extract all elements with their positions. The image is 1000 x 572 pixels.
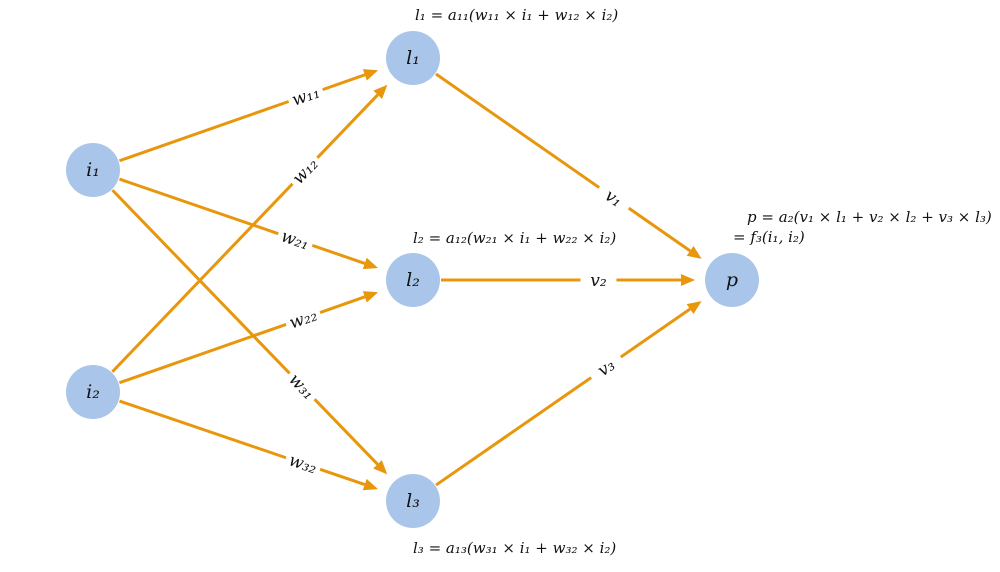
edge-line bbox=[319, 467, 366, 486]
arrow-head-icon bbox=[681, 274, 695, 286]
edge-line bbox=[319, 295, 366, 314]
node-circle bbox=[66, 365, 120, 419]
edge-label-l3-p: v₃ bbox=[594, 355, 619, 381]
edge-line bbox=[118, 100, 290, 163]
edge-i2-l3: w₃₂ bbox=[119, 399, 378, 491]
node-p: p bbox=[705, 253, 759, 307]
node-l3: l₃ bbox=[386, 474, 440, 528]
edge-i1-l3: w₃₁ bbox=[111, 189, 388, 475]
formula-p-line2: = f₃(i₁, i₂) bbox=[733, 228, 805, 246]
edge-line bbox=[435, 72, 601, 189]
arrow-head-icon bbox=[373, 460, 388, 475]
edge-label-l1-p: v₁ bbox=[601, 186, 626, 212]
edge-line bbox=[313, 398, 379, 466]
formula-l1: l₁ = a₁₁(w₁₁ × i₁ + w₁₂ × i₂) bbox=[415, 6, 618, 24]
node-i2: i₂ bbox=[66, 365, 120, 419]
node-circle bbox=[386, 474, 440, 528]
edge-line bbox=[111, 189, 291, 375]
node-l2: l₂ bbox=[386, 253, 440, 307]
edge-i2-l1: w₁₂ bbox=[111, 84, 388, 373]
formula-l3: l₃ = a₁₃(w₃₁ × i₁ + w₃₂ × i₂) bbox=[413, 539, 616, 557]
arrow-head-icon bbox=[686, 245, 702, 259]
edge-line bbox=[111, 182, 294, 373]
edge-i1-l1: w₁₁ bbox=[118, 69, 379, 163]
edge-l1-p: v₁ bbox=[435, 72, 702, 259]
edge-label-i2-l2: w₂₂ bbox=[287, 305, 320, 333]
formula-l2: l₂ = a₁₂(w₂₁ × i₁ + w₂₂ × i₂) bbox=[413, 229, 616, 247]
formulas-layer: l₁ = a₁₁(w₁₁ × i₁ + w₁₂ × i₂) l₂ = a₁₂(w… bbox=[413, 6, 992, 557]
node-label-i2: i₂ bbox=[86, 381, 100, 403]
node-circle bbox=[386, 253, 440, 307]
edge-line bbox=[316, 93, 379, 159]
edge-line bbox=[118, 323, 287, 385]
edge-line bbox=[435, 376, 593, 487]
nodes-layer: i₁ i₂ l₁ l₂ l₃ p bbox=[66, 31, 759, 528]
node-l1: l₁ bbox=[386, 31, 440, 85]
arrow-head-icon bbox=[686, 301, 702, 314]
edge-line bbox=[627, 206, 691, 253]
formula-p-line1: p = a₂(v₁ × l₁ + v₂ × l₂ + v₃ × l₃) bbox=[747, 208, 992, 226]
edge-l2-p: v₂ bbox=[441, 271, 695, 291]
edge-line bbox=[311, 243, 366, 265]
node-label-l1: l₁ bbox=[406, 47, 420, 69]
node-circle bbox=[705, 253, 759, 307]
node-i1: i₁ bbox=[66, 143, 120, 197]
arrow-head-icon bbox=[362, 478, 378, 491]
node-label-l2: l₂ bbox=[406, 269, 420, 291]
edge-line bbox=[619, 307, 691, 359]
arrow-head-icon bbox=[362, 69, 379, 81]
node-label-p: p bbox=[726, 269, 738, 291]
edge-line bbox=[119, 399, 287, 460]
node-circle bbox=[66, 143, 120, 197]
node-label-i1: i₁ bbox=[86, 159, 100, 181]
edge-i1-l2: w₂₁ bbox=[118, 177, 379, 270]
edge-i2-l2: w₂₂ bbox=[118, 291, 379, 385]
edge-label-l2-p: v₂ bbox=[590, 271, 607, 291]
edge-line bbox=[322, 73, 366, 92]
arrow-head-icon bbox=[362, 257, 379, 270]
node-circle bbox=[386, 31, 440, 85]
edge-label-i1-l2: w₂₁ bbox=[278, 226, 311, 254]
arrow-head-icon bbox=[373, 84, 388, 99]
edge-label-i2-l3: w₃₂ bbox=[286, 450, 319, 478]
edge-label-i1-l3: w₃₁ bbox=[284, 370, 318, 404]
edge-label-i1-l1: w₁₁ bbox=[289, 82, 322, 110]
edge-label-i2-l1: w₁₂ bbox=[289, 154, 323, 188]
node-label-l3: l₃ bbox=[406, 490, 420, 512]
edge-l3-p: v₃ bbox=[435, 301, 702, 487]
edge-line bbox=[118, 177, 279, 236]
arrow-head-icon bbox=[362, 291, 379, 303]
